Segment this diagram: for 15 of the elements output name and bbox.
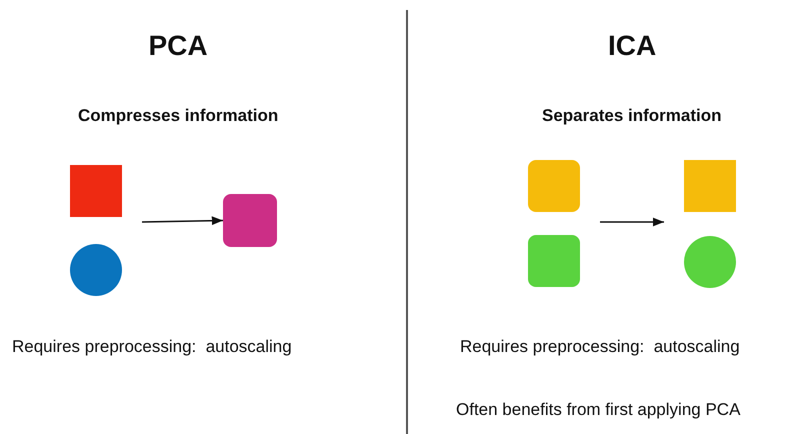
circle [684,236,736,288]
rounded-square [223,194,277,247]
note-text: Requires preprocessing: autoscaling [460,337,740,357]
subtitle: Compresses information [78,106,278,126]
rounded-square [528,160,580,212]
circle [70,244,122,296]
section-title: ICA [608,30,656,62]
square [684,160,736,212]
square [70,165,122,217]
note-text: Requires preprocessing: autoscaling [12,337,292,357]
arrow [142,216,224,226]
subtitle: Separates information [542,106,722,126]
note-text: Often benefits from first applying PCA [456,400,740,420]
section-title: PCA [148,30,208,62]
rounded-square [528,235,580,287]
